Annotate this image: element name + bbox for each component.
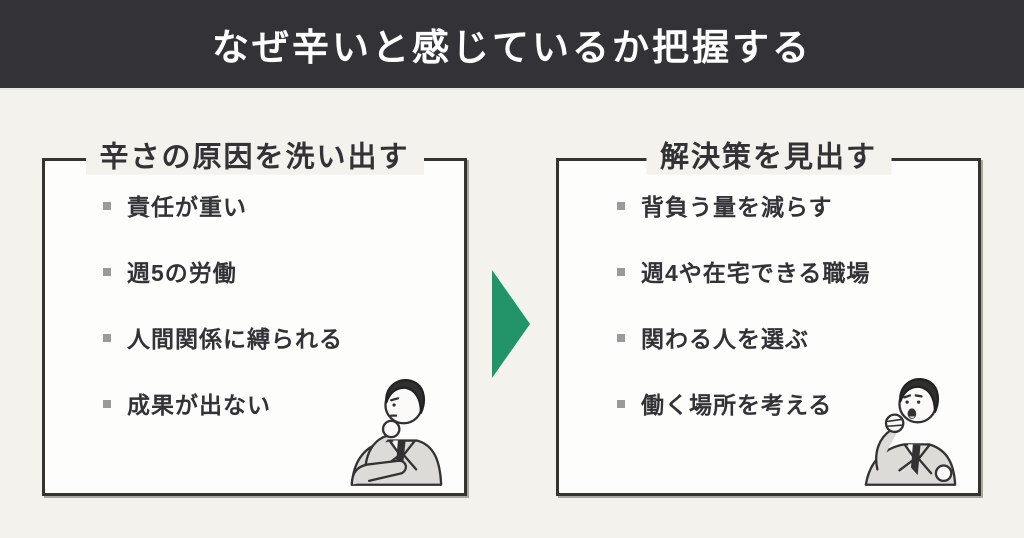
bullet-square-icon [103,400,111,408]
list-item: 週5の労働 [103,257,464,286]
cause-item-label: 責任が重い [127,194,247,220]
bullet-square-icon [617,400,625,408]
bullet-square-icon [617,334,625,342]
list-item: 働く場所を考える [617,389,978,418]
list-item: 背負う量を減らす [617,191,978,220]
causes-list: 責任が重い 週5の労働 人間関係に縛られる 成果が出ない [45,161,464,418]
solutions-list: 背負う量を減らす 週4や在宅できる職場 関わる人を選ぶ 働く場所を考える [559,161,978,418]
bullet-square-icon [617,202,625,210]
causes-panel: 辛さの原因を洗い出す 責任が重い 週5の労働 人間関係に縛られる 成果が出ない [42,141,467,496]
thinking-businessman-illustration [350,379,443,486]
solutions-panel: 解決策を見出す 背負う量を減らす 週4や在宅できる職場 関わる人を選ぶ 働く場所… [556,141,981,496]
cheering-businessman-illustration [864,378,957,486]
solution-item-label: 背負う量を減らす [641,194,833,220]
list-item: 週4や在宅できる職場 [617,257,978,286]
causes-panel-title: 辛さの原因を洗い出す [85,141,424,176]
solution-item-label: 関わる人を選ぶ [641,326,809,352]
solution-item-label: 働く場所を考える [641,392,833,418]
list-item: 成果が出ない [103,389,464,418]
solutions-panel-title: 解決策を見出す [645,141,892,176]
cause-item-label: 人間関係に縛られる [127,326,343,352]
list-item: 責任が重い [103,191,464,220]
arrow-right-icon [492,270,530,378]
solution-item-label: 週4や在宅できる職場 [641,260,871,286]
cause-item-label: 成果が出ない [127,392,271,418]
bullet-square-icon [103,268,111,276]
title-bar: なぜ辛いと感じているか把握する [0,0,1024,88]
page-title: なぜ辛いと感じているか把握する [212,27,812,68]
list-item: 人間関係に縛られる [103,323,464,352]
cause-item-label: 週5の労働 [127,260,237,286]
list-item: 関わる人を選ぶ [617,323,978,352]
bullet-square-icon [103,202,111,210]
bullet-square-icon [617,268,625,276]
bullet-square-icon [103,334,111,342]
